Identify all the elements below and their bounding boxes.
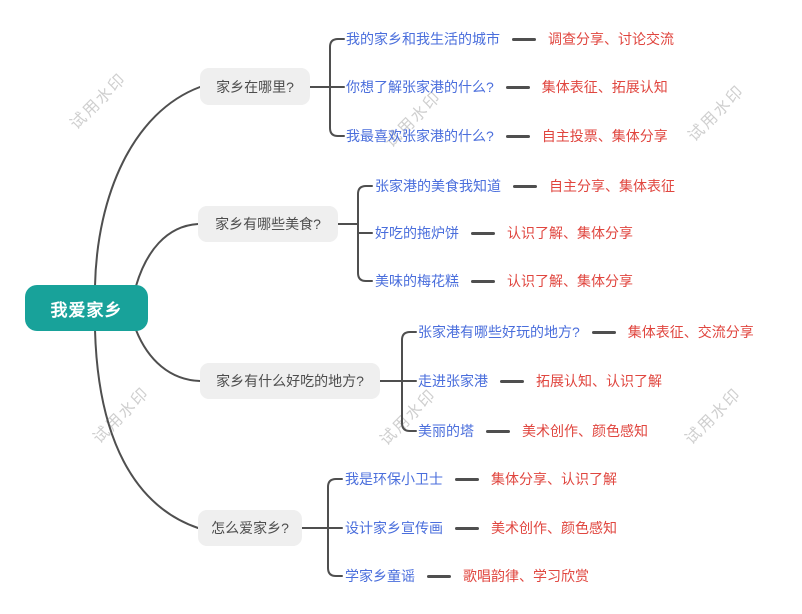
bracket-branch-4: [327, 527, 343, 577]
leaf-node[interactable]: 美味的梅花糕: [375, 273, 459, 289]
connector-dash: [500, 379, 524, 383]
leaf-node[interactable]: 好吃的拖炉饼: [375, 225, 459, 241]
activity-label[interactable]: 认识了解、集体分享: [507, 225, 633, 241]
activity-label[interactable]: 集体表征、交流分享: [627, 324, 754, 340]
leaf-row: 好吃的拖炉饼 认识了解、集体分享: [375, 223, 633, 243]
leaf-row: 你想了解张家港的什么? 集体表征、拓展认知: [346, 77, 668, 97]
leaf-row: 我最喜欢张家港的什么? 自主投票、集体分享: [346, 126, 668, 146]
branch-node-hometown-foods[interactable]: 家乡有哪些美食?: [198, 206, 338, 242]
connector-dash: [591, 330, 616, 334]
branch-node-hometown-places[interactable]: 家乡有什么好吃的地方?: [200, 363, 380, 399]
bracket-branch-3: [401, 331, 417, 382]
bracket-branch-2: [357, 223, 373, 282]
curve-root-branch-4: [94, 329, 199, 529]
leaf-node[interactable]: 张家港有哪些好玩的地方?: [418, 324, 580, 340]
activity-label[interactable]: 自主分享、集体表征: [549, 178, 675, 194]
activity-label[interactable]: 美术创作、颜色感知: [522, 423, 648, 439]
connector-dash: [512, 37, 536, 41]
connector-dash: [471, 231, 495, 235]
leaf-node[interactable]: 你想了解张家港的什么?: [346, 79, 494, 95]
leaf-row: 设计家乡宣传画 美术创作、颜色感知: [345, 518, 617, 538]
connector-dash: [505, 85, 530, 89]
branch-node-how-to-love[interactable]: 怎么爱家乡?: [198, 510, 302, 546]
activity-label[interactable]: 调查分享、讨论交流: [548, 31, 674, 47]
leaf-node[interactable]: 走进张家港: [418, 373, 488, 389]
leaf-row: 美味的梅花糕 认识了解、集体分享: [375, 271, 633, 291]
curve-root-branch-2: [135, 223, 199, 287]
leaf-node[interactable]: 学家乡童谣: [345, 568, 415, 584]
activity-label[interactable]: 自主投票、集体分享: [541, 128, 668, 144]
leaf-node[interactable]: 美丽的塔: [418, 423, 474, 439]
leaf-row: 美丽的塔 美术创作、颜色感知: [418, 421, 648, 441]
activity-label[interactable]: 美术创作、颜色感知: [491, 520, 617, 536]
root-node[interactable]: 我爱家乡: [25, 285, 148, 331]
leaf-row: 张家港有哪些好玩的地方? 集体表征、交流分享: [418, 322, 754, 342]
leaf-node[interactable]: 张家港的美食我知道: [375, 178, 501, 194]
activity-label[interactable]: 认识了解、集体分享: [507, 273, 633, 289]
connector-dash: [505, 134, 530, 138]
connector-dash: [455, 477, 479, 481]
connector-dash: [513, 184, 537, 188]
bracket-branch-4: [327, 478, 343, 529]
connector-dash: [427, 574, 451, 578]
bracket-branch-1: [329, 38, 345, 88]
connector-dash: [486, 429, 510, 433]
bracket-branch-3: [401, 380, 417, 432]
leaf-node[interactable]: 设计家乡宣传画: [345, 520, 443, 536]
activity-label[interactable]: 集体分享、认识了解: [491, 471, 617, 487]
leaf-row: 我是环保小卫士 集体分享、认识了解: [345, 469, 617, 489]
leaf-node[interactable]: 我的家乡和我生活的城市: [346, 31, 500, 47]
connector-dash: [471, 279, 495, 283]
leaf-node[interactable]: 我是环保小卫士: [345, 471, 443, 487]
bracket-branch-2: [357, 185, 373, 225]
leaf-row: 张家港的美食我知道 自主分享、集体表征: [375, 176, 675, 196]
leaf-row: 走进张家港 拓展认知、认识了解: [418, 371, 662, 391]
curve-root-branch-1: [94, 86, 201, 287]
connector-dash: [455, 526, 479, 530]
leaf-row: 学家乡童谣 歌唱韵律、学习欣赏: [345, 566, 589, 586]
bracket-branch-1: [329, 86, 345, 137]
activity-label[interactable]: 拓展认知、认识了解: [536, 373, 662, 389]
branch-node-where-is-hometown[interactable]: 家乡在哪里?: [200, 68, 310, 105]
curve-root-branch-3: [135, 329, 201, 382]
activity-label[interactable]: 歌唱韵律、学习欣赏: [463, 568, 589, 584]
leaf-row: 我的家乡和我生活的城市 调查分享、讨论交流: [346, 29, 674, 49]
leaf-node[interactable]: 我最喜欢张家港的什么?: [346, 128, 494, 144]
activity-label[interactable]: 集体表征、拓展认知: [541, 79, 668, 95]
